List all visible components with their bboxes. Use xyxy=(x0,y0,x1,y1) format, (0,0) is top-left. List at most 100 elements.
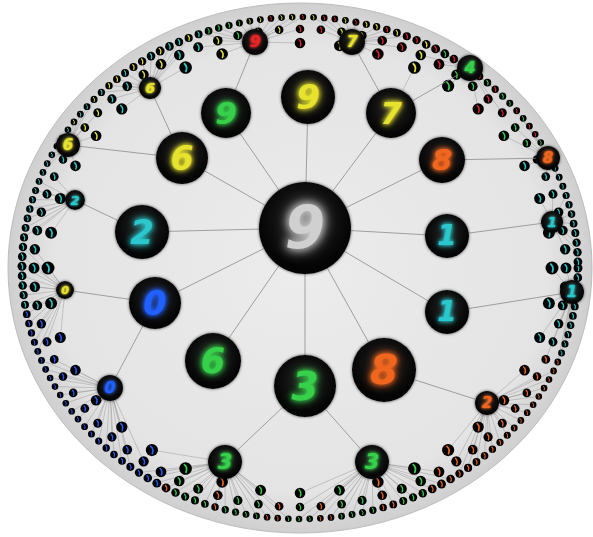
tiny-digit xyxy=(103,444,110,451)
tiny-digit-disk xyxy=(156,59,167,70)
digit-circle: 0 xyxy=(97,375,123,401)
fan-line xyxy=(238,473,256,487)
tiny-digit-disk xyxy=(524,409,531,416)
tiny-digit-disk xyxy=(489,445,496,452)
tiny-digit-stroke xyxy=(313,15,314,19)
fan-line xyxy=(55,208,70,228)
fan-line xyxy=(32,296,59,321)
tiny-digit-disk xyxy=(422,40,431,49)
tiny-digit xyxy=(185,34,193,42)
tiny-digit xyxy=(181,492,189,500)
fan-line xyxy=(38,253,60,282)
tiny-digit xyxy=(70,365,81,376)
fan-line xyxy=(480,414,483,422)
tiny-digit-stroke xyxy=(72,390,73,395)
tiny-digit-disk xyxy=(403,32,411,40)
fan-line xyxy=(80,373,98,382)
digit-circle: 9 xyxy=(281,70,335,124)
tiny-digit xyxy=(397,42,407,52)
tiny-digit-stroke xyxy=(278,27,280,32)
tiny-digit-disk xyxy=(107,432,116,441)
tiny-digit-stroke xyxy=(545,174,547,179)
tiny-digit-disk xyxy=(84,103,91,110)
tiny-digit xyxy=(62,400,69,407)
tiny-digit-disk xyxy=(393,29,401,37)
tiny-digit xyxy=(30,244,40,254)
tree-edge xyxy=(80,146,156,155)
tiny-digit-disk xyxy=(300,14,307,21)
tiny-digit xyxy=(171,488,180,497)
tiny-digit xyxy=(68,408,75,415)
tiny-digit xyxy=(483,94,492,103)
tiny-digit xyxy=(434,59,445,70)
fan-line xyxy=(499,405,511,407)
tiny-digit-disk xyxy=(496,439,503,446)
tree-edge xyxy=(327,268,368,342)
tiny-digit-stroke xyxy=(111,434,113,440)
tiny-digit-stroke xyxy=(198,32,199,37)
tiny-digit xyxy=(122,445,132,455)
tiny-digit xyxy=(548,190,557,199)
tiny-digit xyxy=(532,131,539,138)
tiny-digit-disk xyxy=(26,205,33,212)
tiny-digit-disk xyxy=(88,430,95,437)
digit-label: 6 xyxy=(171,142,194,175)
tree-edge xyxy=(413,74,459,100)
tiny-digit-stroke xyxy=(34,246,36,252)
fan-line xyxy=(498,372,551,397)
digit-label: 8 xyxy=(370,350,398,390)
fan-line xyxy=(268,42,295,44)
tiny-digit-stroke xyxy=(381,38,383,44)
tiny-digit-stroke xyxy=(539,334,541,341)
tiny-digit-stroke xyxy=(501,110,503,115)
tiny-digit xyxy=(511,425,518,432)
tiny-digit xyxy=(358,496,367,505)
tiny-digit-disk xyxy=(18,281,27,290)
tiny-digit xyxy=(295,38,306,49)
tiny-digit-disk xyxy=(306,516,313,523)
tiny-digit-disk xyxy=(285,515,292,522)
tiny-digit-disk xyxy=(34,348,41,355)
tiny-digit-disk xyxy=(30,282,40,292)
tiny-digit-disk xyxy=(373,23,380,30)
fan-line xyxy=(554,297,561,300)
tiny-digit-disk xyxy=(233,496,242,505)
tiny-digit xyxy=(211,503,219,511)
tiny-digit-disk xyxy=(450,55,459,64)
tiny-digit-stroke xyxy=(538,395,539,399)
tiny-digit-stroke xyxy=(324,16,325,20)
tree-edge xyxy=(414,380,475,400)
tiny-digit xyxy=(535,393,542,400)
tiny-digit-stroke xyxy=(93,97,94,101)
tiny-digit-disk xyxy=(483,432,492,441)
tiny-digit xyxy=(253,512,260,519)
tiny-digit xyxy=(511,123,520,132)
fan-line xyxy=(28,291,56,295)
fan-line xyxy=(542,203,547,212)
tiny-digit xyxy=(77,111,84,118)
tiny-digit-stroke xyxy=(572,314,573,319)
tiny-digit xyxy=(143,474,152,483)
tiny-digit xyxy=(81,423,88,430)
tiny-digit-stroke xyxy=(298,517,299,521)
tiny-digit-stroke xyxy=(27,216,28,221)
fan-line xyxy=(353,478,366,511)
tiny-digit-disk xyxy=(30,244,40,254)
tree-edge xyxy=(235,54,250,90)
fan-line xyxy=(563,222,570,223)
tiny-digit xyxy=(496,439,503,446)
fan-line xyxy=(116,91,139,98)
tiny-digit-disk xyxy=(126,463,134,471)
tiny-digit-disk xyxy=(175,38,183,46)
fan-line xyxy=(79,137,91,141)
tiny-digit-disk xyxy=(29,196,36,203)
tiny-digit-disk xyxy=(20,233,28,241)
tiny-digit-stroke xyxy=(472,83,474,89)
tiny-digit xyxy=(44,160,51,167)
digit-circle: 7 xyxy=(339,29,365,55)
tiny-digit xyxy=(543,297,555,309)
tiny-digit xyxy=(162,484,171,493)
fan-line xyxy=(30,295,57,312)
tiny-digit xyxy=(179,61,192,74)
